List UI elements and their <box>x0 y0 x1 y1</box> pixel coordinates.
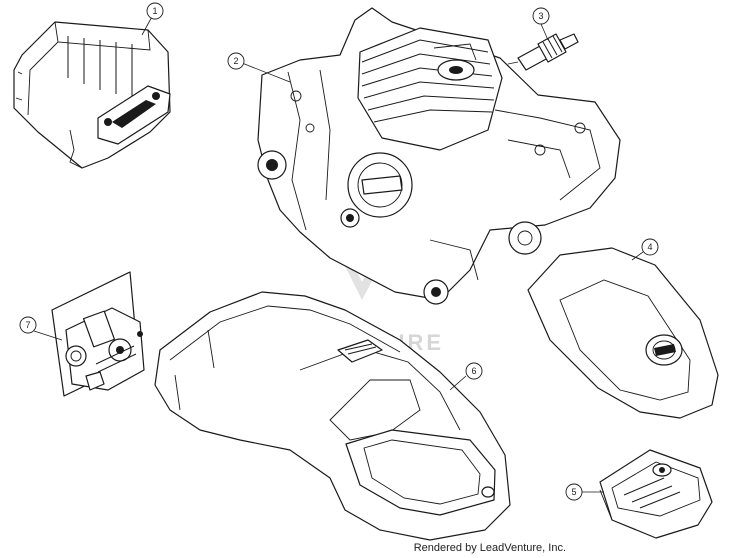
top-housing-part[interactable] <box>154 291 511 541</box>
muffler-part[interactable] <box>13 21 171 169</box>
svg-text:5: 5 <box>571 487 576 497</box>
callout-7: 7 <box>19 316 63 341</box>
crankcase-engine-part[interactable] <box>257 7 621 305</box>
air-filter-cover-part[interactable] <box>527 247 719 419</box>
rendered-by-footer: Rendered by LeadVenture, Inc. <box>413 542 566 554</box>
carburetor-part[interactable] <box>51 271 145 397</box>
callout-3: 3 <box>532 7 550 41</box>
callout-5: 5 <box>565 483 604 501</box>
callout-1: 1 <box>141 2 164 36</box>
callout-6: 6 <box>449 362 483 391</box>
callout-2: 2 <box>227 52 291 83</box>
callout-4: 4 <box>631 238 659 261</box>
svg-text:2: 2 <box>233 56 238 66</box>
air-filter-part[interactable] <box>599 449 713 539</box>
spark-plug-part[interactable] <box>507 33 579 71</box>
svg-text:3: 3 <box>538 11 543 21</box>
svg-text:1: 1 <box>152 6 157 16</box>
svg-text:4: 4 <box>647 242 652 252</box>
svg-text:7: 7 <box>25 320 30 330</box>
svg-text:6: 6 <box>471 366 476 376</box>
